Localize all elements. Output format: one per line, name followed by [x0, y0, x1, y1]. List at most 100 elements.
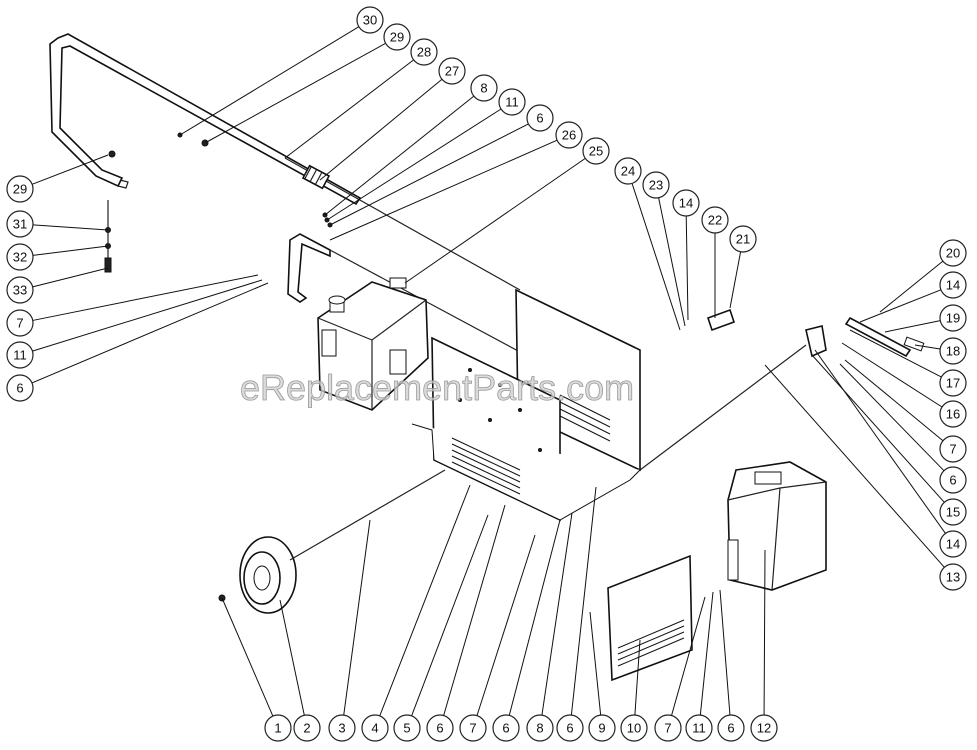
callout-circle [356, 6, 384, 34]
callout-c15: 15 [939, 498, 967, 526]
leader-line-c31 [32, 224, 109, 231]
callout-c1: 1 [264, 714, 292, 742]
callout-circle [939, 239, 967, 267]
callout-circle [717, 714, 745, 742]
callout-labels: 3029282781162625242314222120141918171676… [6, 6, 967, 742]
callout-number: 6 [727, 721, 734, 736]
watermark-text: eReplacementParts.com [240, 367, 634, 408]
grip-rod [284, 157, 521, 291]
callout-number: 12 [757, 721, 771, 736]
callout-circle [393, 714, 421, 742]
callout-circle [939, 369, 967, 397]
callout-circle [459, 714, 487, 742]
callout-number: 24 [621, 164, 635, 179]
callout-c6e: 6 [939, 466, 967, 494]
callout-c12: 12 [750, 714, 778, 742]
callout-circle [750, 714, 778, 742]
leader-line-c18 [914, 344, 941, 350]
leader-line-c11c [699, 591, 714, 716]
callout-c14a: 14 [672, 189, 700, 217]
leader-line-c7b [476, 534, 536, 716]
callout-circle [685, 714, 713, 742]
leader-line-c6a [329, 123, 529, 226]
callout-c5: 5 [393, 714, 421, 742]
callout-c6d: 6 [492, 714, 520, 742]
leader-line-c6f [570, 486, 597, 716]
callout-c11a: 11 [498, 88, 526, 116]
callout-c9: 9 [588, 714, 616, 742]
bracket-assembly [639, 308, 925, 471]
callout-c6g: 6 [717, 714, 745, 742]
callout-c7b: 7 [459, 714, 487, 742]
callout-number: 11 [692, 721, 706, 736]
callout-number: 29 [13, 182, 27, 197]
callout-c11b: 11 [6, 341, 34, 369]
leader-line-c12 [763, 549, 766, 716]
callout-circle [939, 498, 967, 526]
leader-line-c14c [814, 349, 946, 534]
callout-number: 14 [946, 278, 960, 293]
leader-line-c1 [221, 597, 274, 717]
leader-line-c7d [671, 596, 706, 716]
callout-circle [361, 714, 389, 742]
callout-number: 8 [480, 81, 487, 96]
leader-line-c19 [884, 320, 941, 333]
callout-number: 17 [946, 376, 960, 391]
leader-line-c11b [32, 279, 263, 352]
callout-circle [939, 466, 967, 494]
callout-number: 8 [536, 721, 543, 736]
leader-line-c13 [764, 364, 945, 568]
callout-c11c: 11 [685, 714, 713, 742]
callout-number: 7 [469, 721, 476, 736]
callout-number: 31 [13, 217, 27, 232]
leader-line-c20 [879, 260, 944, 313]
callout-c6c: 6 [426, 714, 454, 742]
callout-circle [701, 206, 729, 234]
callout-number: 28 [417, 45, 431, 60]
leader-lines [31, 26, 946, 717]
callout-c2: 2 [293, 714, 321, 742]
callout-c25: 25 [582, 137, 610, 165]
callout-number: 5 [403, 721, 410, 736]
callout-number: 4 [371, 721, 378, 736]
callout-number: 14 [946, 537, 960, 552]
leader-line-c6g [719, 589, 731, 716]
leader-line-c7a [32, 274, 259, 321]
callout-c18: 18 [939, 337, 967, 365]
callout-circle [6, 374, 34, 402]
leader-line-c23 [658, 197, 686, 327]
callout-c20: 20 [939, 239, 967, 267]
callout-circle [6, 309, 34, 337]
callout-circle [672, 189, 700, 217]
leader-line-c33 [32, 267, 109, 288]
callout-circle [939, 435, 967, 463]
leader-line-c6c [443, 504, 506, 716]
callout-number: 14 [679, 196, 693, 211]
callout-circle [556, 714, 584, 742]
callout-number: 2 [303, 721, 310, 736]
leader-line-c26 [329, 139, 558, 241]
callout-number: 19 [946, 311, 960, 326]
leader-line-c8a [324, 95, 475, 216]
callout-circle [426, 714, 454, 742]
callout-number: 11 [13, 348, 27, 363]
callout-c7a: 7 [6, 309, 34, 337]
callout-circle [582, 137, 610, 165]
wheel [218, 469, 446, 614]
callout-c14c: 14 [939, 530, 967, 558]
callout-number: 22 [708, 213, 722, 228]
callout-circle [729, 225, 757, 253]
callout-number: 7 [16, 316, 23, 331]
callout-number: 15 [946, 505, 960, 520]
callout-number: 9 [598, 721, 605, 736]
callout-number: 6 [436, 721, 443, 736]
callout-number: 33 [13, 283, 27, 298]
callout-circle [438, 57, 466, 85]
callout-number: 7 [664, 721, 671, 736]
callout-c27: 27 [438, 57, 466, 85]
callout-circle [555, 121, 583, 149]
callout-circle [410, 38, 438, 66]
handle-frame [49, 33, 362, 273]
callout-c4: 4 [361, 714, 389, 742]
